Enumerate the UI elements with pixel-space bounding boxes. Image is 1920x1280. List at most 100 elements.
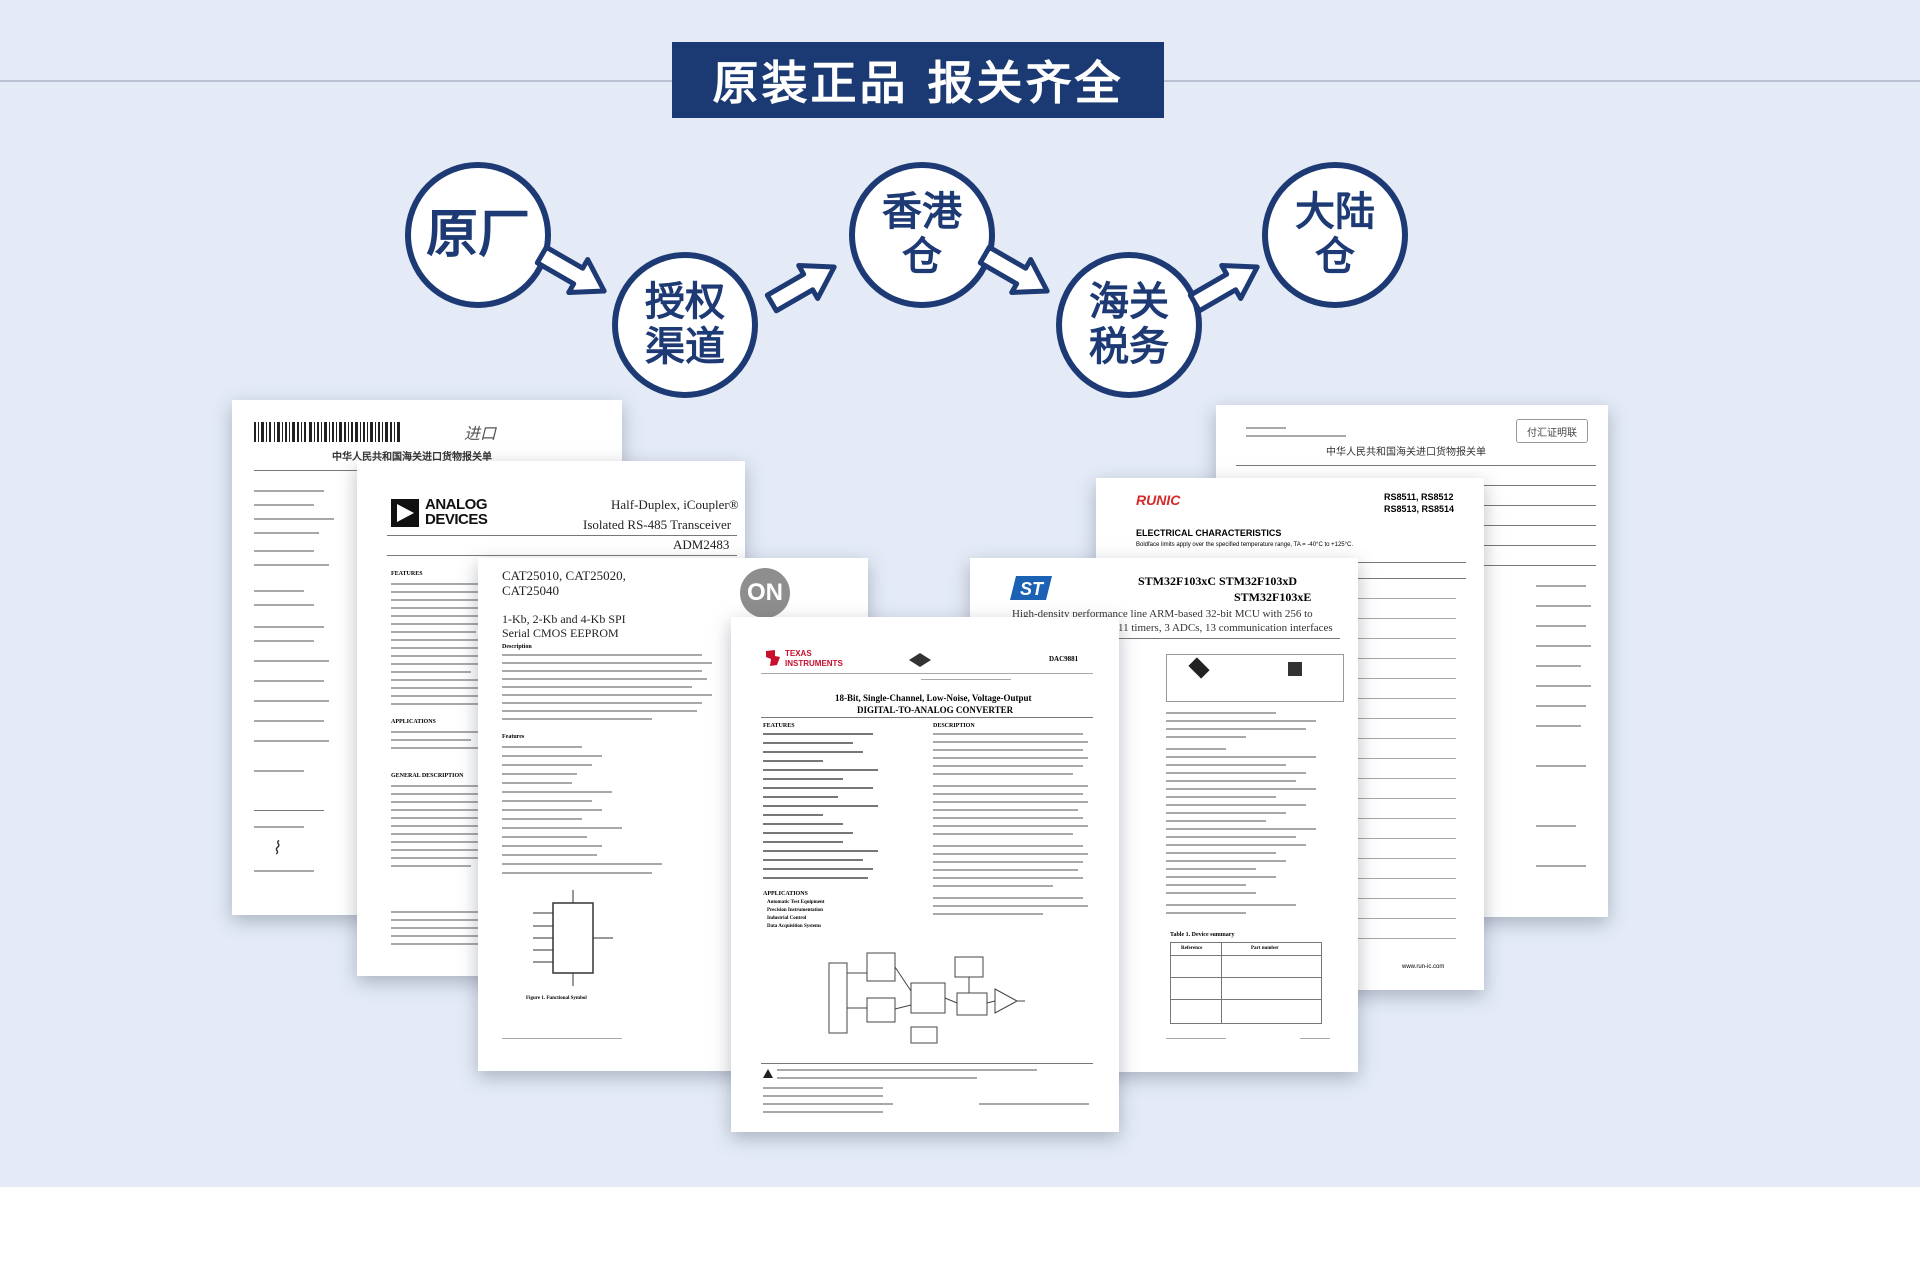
text-line <box>502 818 582 820</box>
text-line <box>933 773 1073 775</box>
text-line <box>391 663 491 665</box>
form-line <box>254 826 304 828</box>
text-line <box>933 793 1083 795</box>
text-line <box>763 760 823 762</box>
text-line <box>763 1103 893 1105</box>
text-line <box>391 801 501 803</box>
form-line <box>254 700 329 702</box>
flow-step-label: 大陆 仓 <box>1295 189 1375 280</box>
text-line <box>933 785 1088 787</box>
table-line <box>1171 977 1321 978</box>
form-line <box>254 720 324 722</box>
flow-step-customs-tax: 海关 税务 <box>1056 252 1202 398</box>
text-line <box>391 911 501 913</box>
form-line <box>1536 625 1586 627</box>
text-line <box>502 662 712 664</box>
footer-line <box>502 1038 622 1039</box>
text-line <box>1166 852 1276 854</box>
table-line <box>1356 618 1456 619</box>
text-line <box>391 623 501 625</box>
ti-brand-line1: TEXAS <box>785 649 812 658</box>
text-line <box>763 868 873 870</box>
table-line <box>1356 898 1456 899</box>
text-line <box>391 943 491 945</box>
ti-description-heading: DESCRIPTION <box>933 723 975 729</box>
form-line <box>254 550 314 552</box>
text-line <box>1166 892 1256 894</box>
analog-title-line1: Half-Duplex, iCoupler® <box>611 497 739 512</box>
ti-part-number: DAC9881 <box>1049 655 1079 663</box>
text-line <box>502 694 712 696</box>
form-line <box>254 680 324 682</box>
runic-part-line1: RS8511, RS8512 <box>1384 492 1454 502</box>
text-line <box>391 655 481 657</box>
text-line <box>502 764 592 766</box>
table-line <box>1356 818 1456 819</box>
text-line <box>502 872 652 874</box>
text-line <box>502 782 572 784</box>
text-line <box>502 718 652 720</box>
form-line <box>1236 465 1596 466</box>
text-line <box>933 825 1088 827</box>
text-line <box>391 935 481 937</box>
text-line <box>1166 884 1246 886</box>
ti-title-line2: DIGITAL-TO-ANALOG CONVERTER <box>857 705 1014 715</box>
form-line <box>254 604 314 606</box>
text-line <box>391 703 481 705</box>
text-line <box>933 877 1083 879</box>
text-line <box>391 615 486 617</box>
text-line <box>502 845 602 847</box>
form-line <box>254 490 324 492</box>
analog-part-number: ADM2483 <box>673 537 730 552</box>
form-line <box>1536 865 1586 867</box>
on-figure-caption: Figure 1. Functional Symbol <box>526 996 587 1001</box>
text-line <box>391 865 471 867</box>
table-line <box>1356 878 1456 879</box>
st-col-reference: Reference <box>1181 946 1203 951</box>
form-line <box>1536 725 1581 727</box>
on-features-heading: Features <box>502 734 525 740</box>
text-line <box>933 741 1088 743</box>
text-line <box>933 817 1083 819</box>
text-line <box>391 849 486 851</box>
text-line <box>502 755 602 757</box>
analog-devices-logo-icon <box>391 499 419 527</box>
texas-instruments-datasheet: TEXAS INSTRUMENTS DAC9881 18-Bit, Single… <box>731 617 1119 1132</box>
on-logo-text: ON <box>747 579 783 606</box>
text-line <box>391 671 471 673</box>
analog-title-line2: Isolated RS-485 Transceiver <box>583 517 732 532</box>
text-line <box>763 805 878 807</box>
form-line <box>1536 665 1581 667</box>
form-line <box>254 810 324 811</box>
text-line <box>502 686 692 688</box>
text-line <box>391 809 486 811</box>
ti-title-line1: 18-Bit, Single-Channel, Low-Noise, Volta… <box>835 693 1032 703</box>
block-diagram <box>828 952 1025 1044</box>
text-line <box>502 746 582 748</box>
form-line <box>1536 825 1576 827</box>
ti-features-heading: FEATURES <box>763 723 795 729</box>
text-line <box>391 607 496 609</box>
text-line <box>391 817 496 819</box>
runic-note: Boldface limits apply over the specified… <box>1136 542 1354 548</box>
form-line <box>1536 685 1591 687</box>
table-line <box>1356 858 1456 859</box>
text-line <box>1166 812 1286 814</box>
st-part-line2: STM32F103xE <box>1234 590 1312 604</box>
text-line <box>1166 712 1276 714</box>
footer-line <box>761 1063 1093 1064</box>
runic-part-line2: RS8513, RS8514 <box>1384 504 1455 514</box>
text-line <box>502 791 612 793</box>
table-line <box>1356 738 1456 739</box>
customs-form-header: 中华人民共和国海关进口货物报关单 <box>332 452 492 463</box>
text-line <box>1166 780 1296 782</box>
text-line <box>763 778 843 780</box>
analog-applications-heading: APPLICATIONS <box>391 719 436 725</box>
text-line <box>391 833 501 835</box>
text-line <box>1166 804 1306 806</box>
text-line <box>1166 904 1296 906</box>
text-line <box>933 809 1078 811</box>
text-line <box>391 747 491 749</box>
text-line <box>1166 788 1316 790</box>
table-line <box>1356 758 1456 759</box>
